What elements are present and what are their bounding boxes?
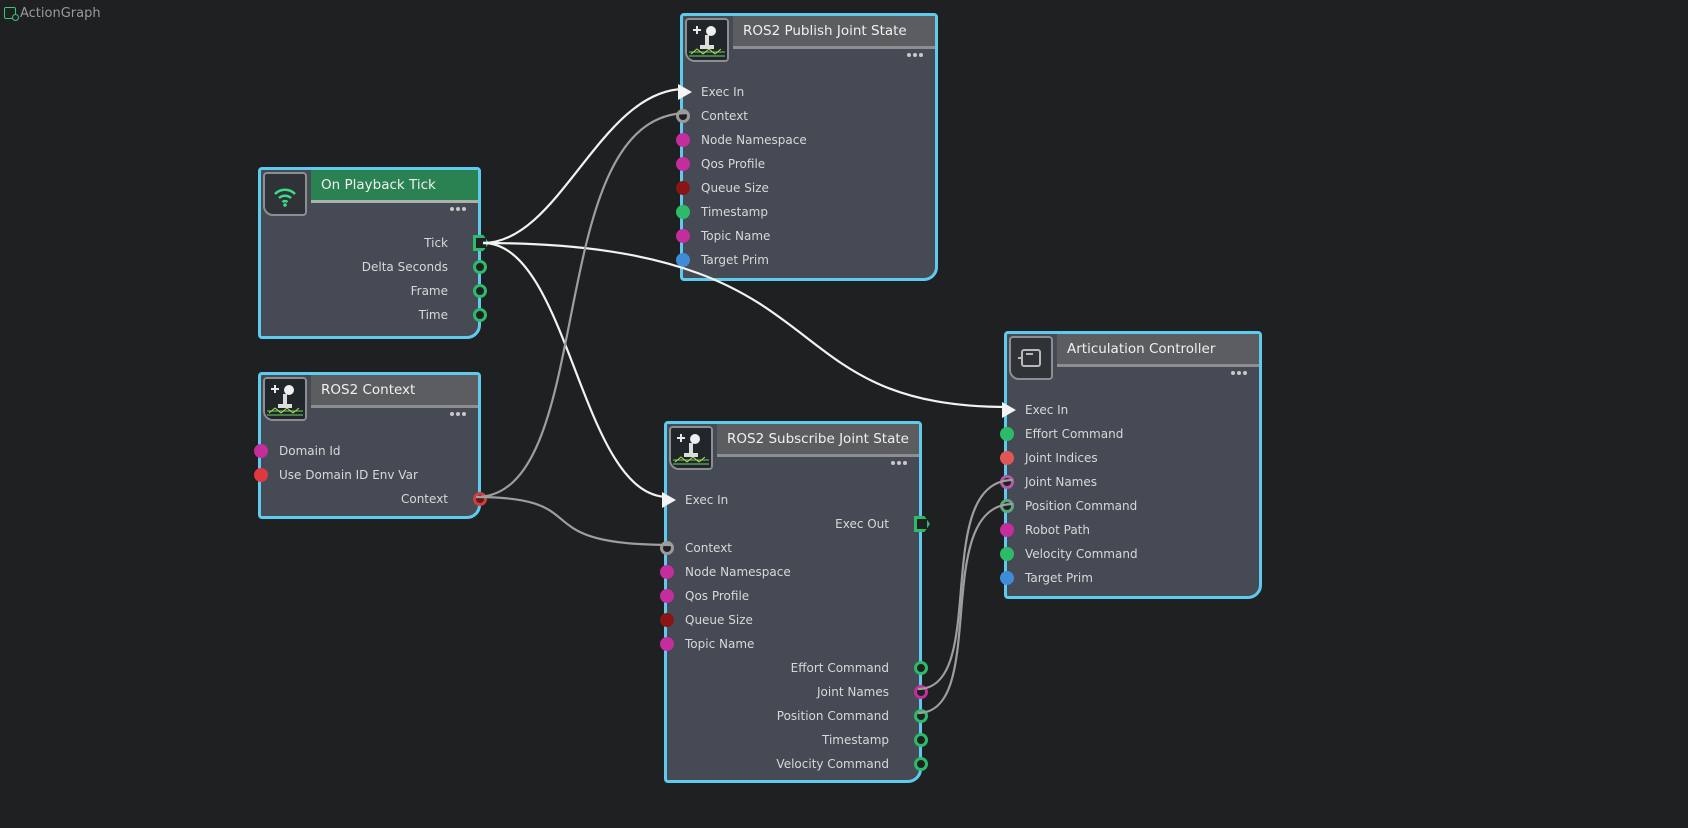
int-pin[interactable] [1000,451,1014,465]
ros2-robot-icon [263,377,307,421]
wire-jointnames-to-articulation[interactable] [917,478,1014,691]
string-pin[interactable] [660,589,674,603]
prim-pin[interactable] [1000,571,1014,585]
node-title[interactable]: On Playback Tick [311,170,478,203]
port-velocity-command[interactable]: Velocity Command [1000,543,1259,565]
context-pin[interactable] [660,541,674,555]
string-pin[interactable] [676,157,690,171]
port-exec-in[interactable]: Exec In [678,81,935,103]
port-time[interactable]: Time [261,304,487,326]
port-topic-name[interactable]: Topic Name [676,225,935,247]
node-title[interactable]: Articulation Controller [1057,334,1259,367]
wire-position-to-articulation[interactable] [917,502,1014,715]
node-menu-button[interactable] [1231,370,1249,376]
string-pin[interactable] [1000,523,1014,537]
port-effort-command[interactable]: Effort Command [667,657,928,679]
wire-tick-to-subscribe-exec[interactable] [482,241,669,499]
wifi-broadcast-icon [263,172,307,216]
exec-pin[interactable] [662,492,676,508]
node-title[interactable]: ROS2 Publish Joint State [733,16,935,49]
port-context[interactable]: Context [676,105,935,127]
string-pin[interactable] [1000,475,1014,489]
node-ros2-subscribe-joint-state[interactable]: ROS2 Subscribe Joint State Exec In Exec … [660,421,930,783]
ros2-robot-icon [685,18,729,62]
bool-pin[interactable] [254,468,268,482]
data-pin[interactable] [914,757,928,771]
port-queue-size[interactable]: Queue Size [676,177,935,199]
double-pin[interactable] [676,205,690,219]
double-pin[interactable] [1000,427,1014,441]
port-exec-in[interactable]: Exec In [1002,399,1259,421]
ros2-robot-icon [669,426,713,470]
exec-pin[interactable] [678,84,692,100]
port-use-domain-id-env-var[interactable]: Use Domain ID Env Var [254,464,478,486]
exec-pin[interactable] [1002,402,1016,418]
data-pin[interactable] [914,661,928,675]
port-exec-in[interactable]: Exec In [662,489,919,511]
string-array-pin[interactable] [914,685,928,699]
port-joint-names[interactable]: Joint Names [1000,471,1259,493]
string-pin[interactable] [676,133,690,147]
node-title[interactable]: ROS2 Context [311,375,478,408]
node-on-playback-tick[interactable]: On Playback Tick Tick Delta Seconds Fram… [258,167,489,339]
node-ros2-publish-joint-state[interactable]: ROS2 Publish Joint State Exec In Context… [676,13,938,281]
int-pin[interactable] [254,444,268,458]
exec-pin[interactable] [914,516,930,532]
data-pin[interactable] [473,308,487,322]
context-pin[interactable] [676,109,690,123]
string-pin[interactable] [676,229,690,243]
node-articulation-controller[interactable]: Articulation Controller Exec In Effort C… [1000,331,1262,599]
port-effort-command[interactable]: Effort Command [1000,423,1259,445]
port-context[interactable]: Context [660,537,919,559]
double-pin[interactable] [1000,547,1014,561]
port-exec-out[interactable]: Exec Out [667,513,930,535]
node-menu-button[interactable] [450,411,468,417]
port-context-out[interactable]: Context [261,488,487,510]
port-robot-path[interactable]: Robot Path [1000,519,1259,541]
port-node-namespace[interactable]: Node Namespace [676,129,935,151]
port-position-command[interactable]: Position Command [1000,495,1259,517]
node-menu-button[interactable] [450,206,468,212]
data-pin[interactable] [914,709,928,723]
port-target-prim[interactable]: Target Prim [676,249,935,271]
node-menu-button[interactable] [907,52,925,58]
port-qos-profile[interactable]: Qos Profile [660,585,919,607]
wire-tick-to-publish-exec[interactable] [482,87,685,245]
port-node-namespace[interactable]: Node Namespace [660,561,919,583]
controller-chip-icon [1009,336,1053,380]
port-queue-size[interactable]: Queue Size [660,609,919,631]
port-joint-indices[interactable]: Joint Indices [1000,447,1259,469]
prim-pin[interactable] [676,253,690,267]
port-topic-name[interactable]: Topic Name [660,633,919,655]
exec-pin[interactable] [473,235,489,251]
port-velocity-command[interactable]: Velocity Command [667,753,928,775]
string-pin[interactable] [660,565,674,579]
port-qos-profile[interactable]: Qos Profile [676,153,935,175]
int-pin[interactable] [660,613,674,627]
port-tick[interactable]: Tick [261,232,489,254]
graph-title: ActionGraph [20,5,101,21]
node-title[interactable]: ROS2 Subscribe Joint State [717,424,919,457]
data-pin[interactable] [914,733,928,747]
data-pin[interactable] [473,284,487,298]
string-pin[interactable] [660,637,674,651]
port-timestamp[interactable]: Timestamp [667,729,928,751]
port-delta-seconds[interactable]: Delta Seconds [261,256,487,278]
graph-title-bar: ActionGraph [4,4,101,22]
action-graph-icon [4,7,19,21]
wire-context-to-publish-context[interactable] [475,111,689,499]
port-joint-names[interactable]: Joint Names [667,681,928,703]
double-pin[interactable] [1000,499,1014,513]
wire-context-to-subscribe-context[interactable] [475,495,673,547]
node-ros2-context[interactable]: ROS2 Context Domain Id Use Domain ID Env… [254,372,487,519]
port-position-command[interactable]: Position Command [667,705,928,727]
int-pin[interactable] [676,181,690,195]
port-domain-id[interactable]: Domain Id [254,440,478,462]
context-pin[interactable] [473,492,487,506]
port-timestamp[interactable]: Timestamp [676,201,935,223]
port-target-prim[interactable]: Target Prim [1000,567,1259,589]
data-pin[interactable] [473,260,487,274]
node-menu-button[interactable] [891,460,909,466]
port-frame[interactable]: Frame [261,280,487,302]
